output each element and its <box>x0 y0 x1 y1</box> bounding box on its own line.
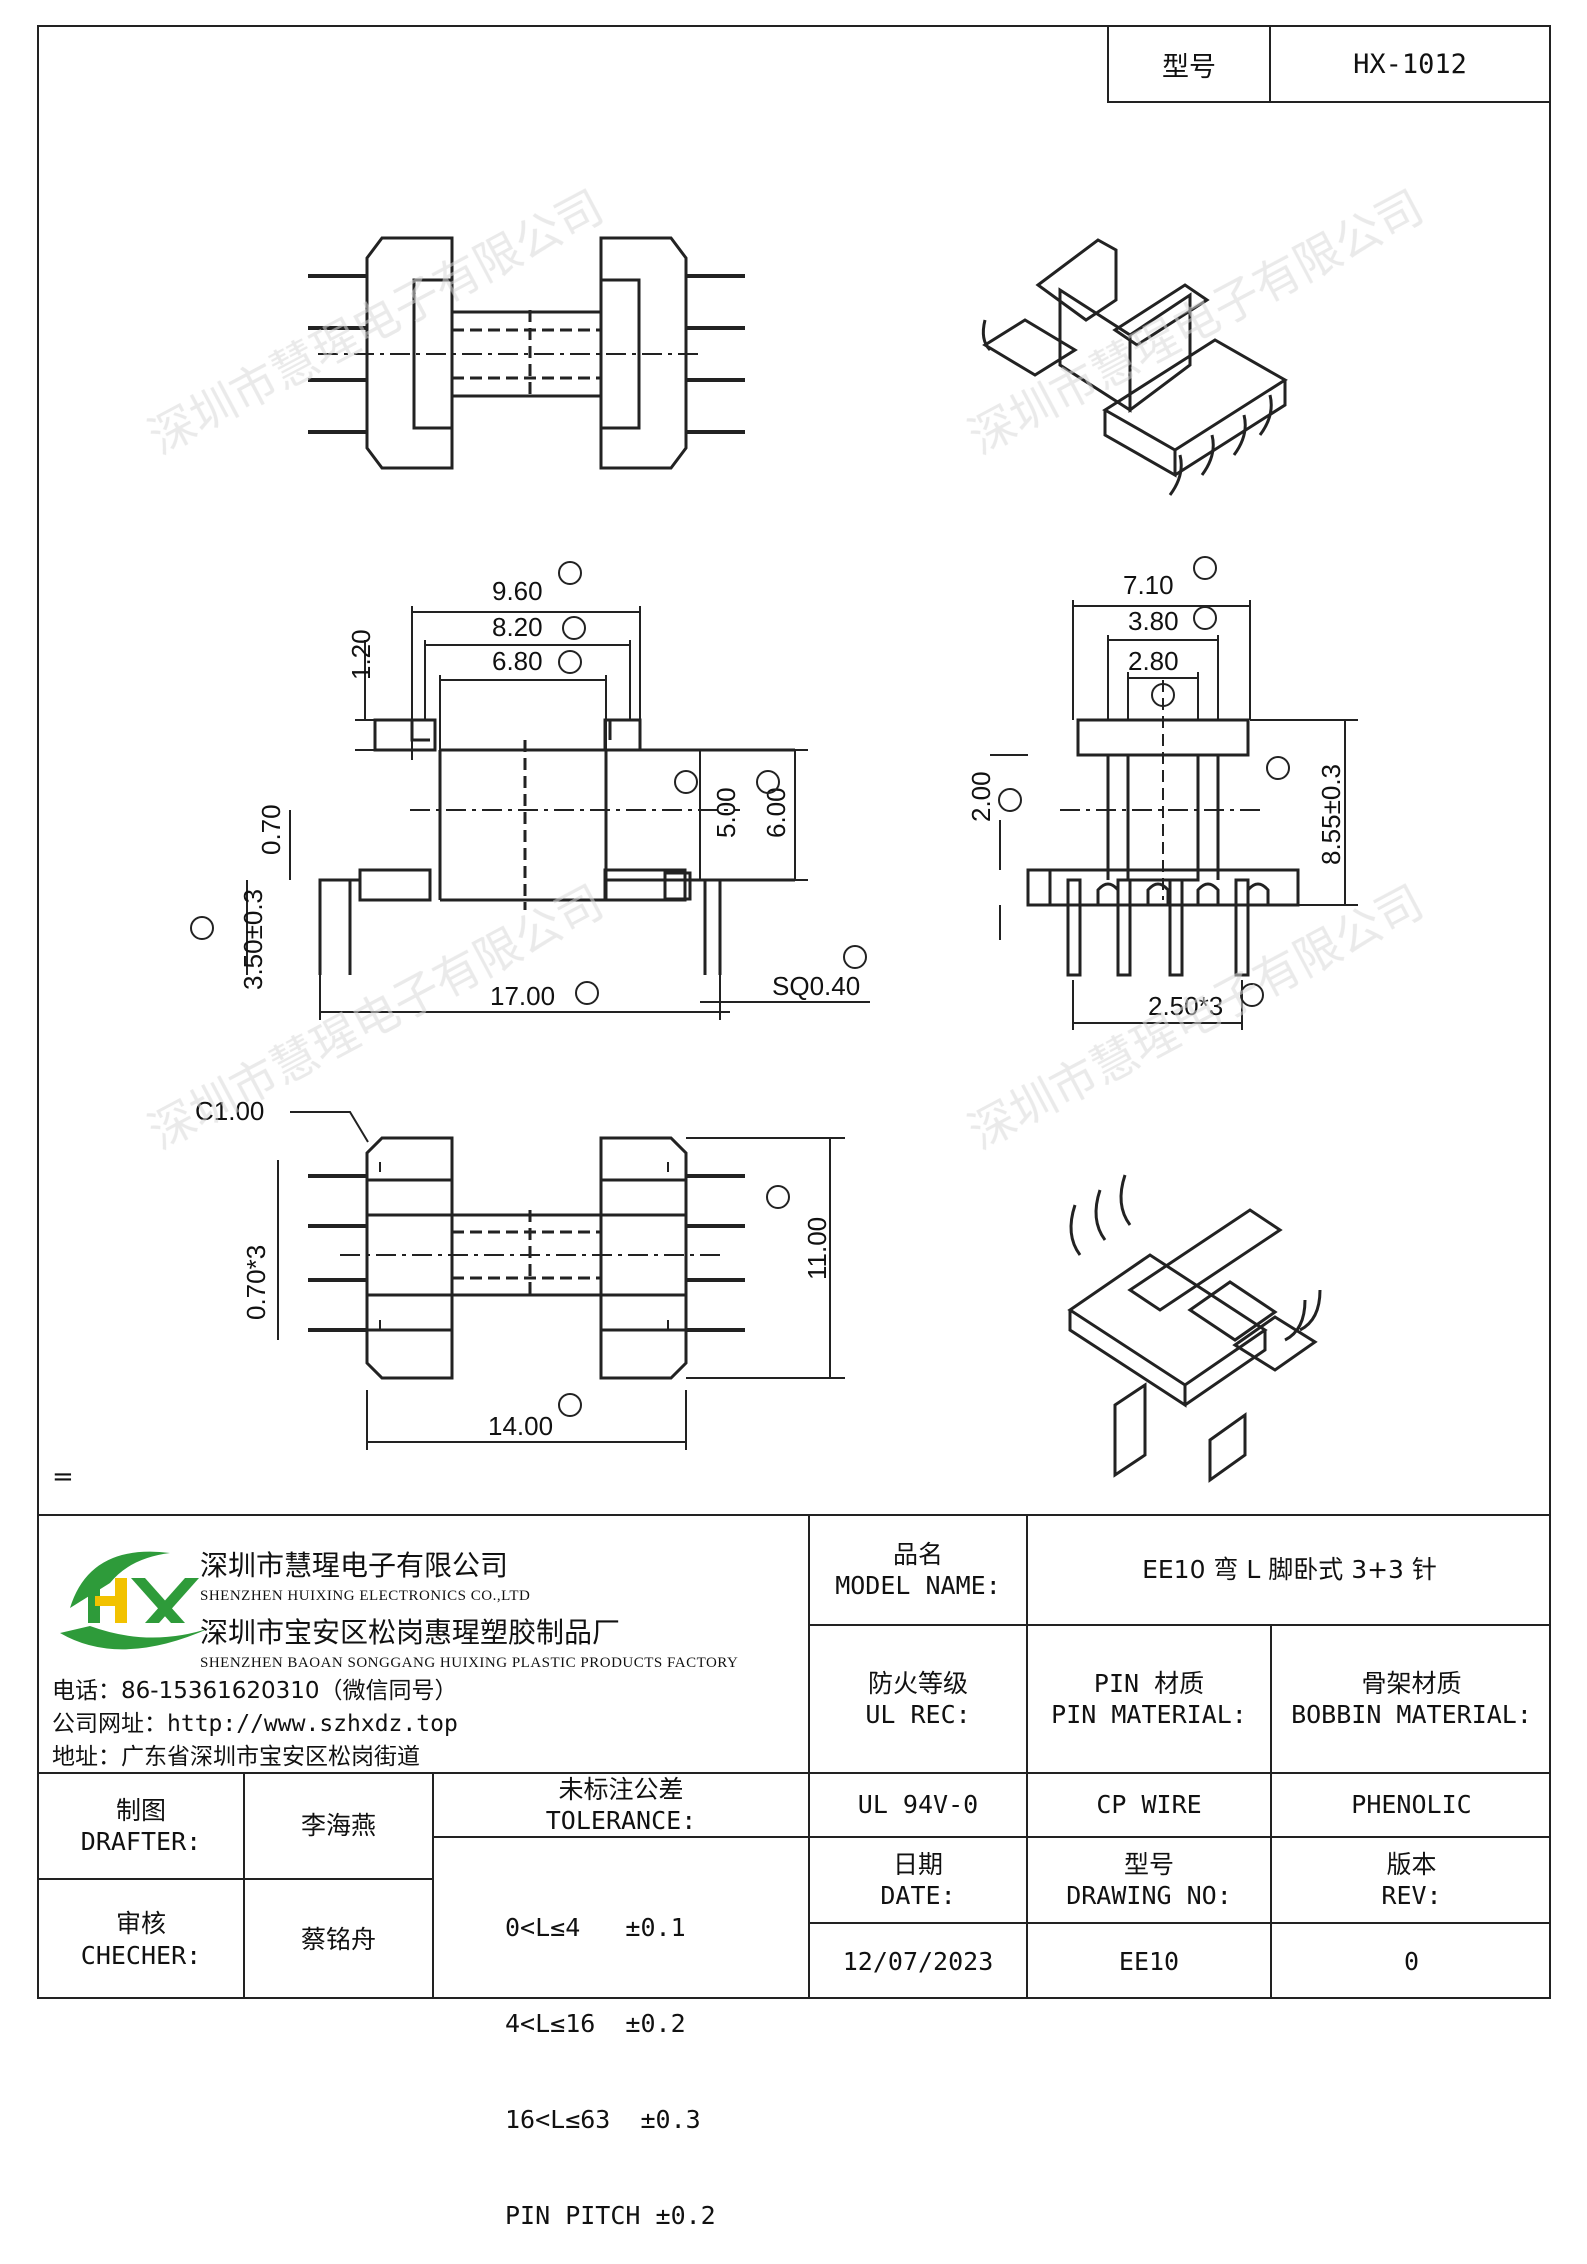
front-view <box>246 606 870 1020</box>
date-cn: 日期 <box>892 1849 943 1879</box>
website-link[interactable]: http://www.szhxdz.top <box>167 1711 458 1737</box>
tolerance-line: 16<L≤63 ±0.3 <box>505 2105 701 2134</box>
date-value: 12/07/2023 <box>842 1946 994 1976</box>
bobbin-label: 骨架材质 BOBBIN MATERIAL: <box>1272 1626 1551 1772</box>
company-logo <box>60 1551 210 1650</box>
equals-mark: = <box>52 1462 74 1492</box>
ul-cn: 防火等级 <box>867 1668 968 1698</box>
dim-6-80: 6.80 <box>492 646 543 676</box>
pin-value: CP WIRE <box>1096 1790 1202 1820</box>
dim-3-80: 3.80 <box>1128 606 1179 636</box>
dim-sq: SQ0.40 <box>772 971 860 1001</box>
rev-value: 0 <box>1403 1946 1420 1976</box>
dim-2-50: 2.50*3 <box>1148 991 1223 1021</box>
watermark-3: 深圳市慧瑆电子有限公司 <box>140 874 612 1159</box>
date-en: DATE: <box>880 1881 956 1910</box>
ul-label: 防火等级 UL REC: <box>810 1626 1026 1772</box>
bottom-view <box>277 1111 845 1450</box>
checker-en: CHECHER: <box>80 1940 202 1970</box>
dim-2-80: 2.80 <box>1128 646 1179 676</box>
rev-en: REV: <box>1381 1881 1442 1910</box>
drawing-no-value: EE10 <box>1118 1946 1180 1976</box>
address: 地址：广东省深圳市宝安区松岗街道 <box>52 1744 420 1770</box>
ul-value: UL 94V-0 <box>857 1790 979 1820</box>
tolerance-line: PIN PITCH ±0.2 <box>505 2201 716 2230</box>
tolerance-en: TOLERANCE: <box>545 1806 697 1835</box>
tolerance-label: 未标注公差 TOLERANCE: <box>434 1774 808 1836</box>
isometric-view-top <box>981 238 1288 496</box>
drafter-en: DRAFTER: <box>80 1827 202 1856</box>
top-view <box>308 236 745 470</box>
dim-5-00: 5.00 <box>711 787 741 838</box>
dim-0-70x3: 0.70*3 <box>241 1245 271 1320</box>
dim-c1: C1.00 <box>195 1096 264 1126</box>
reference-markers <box>190 556 1290 1417</box>
drafter-label: 制图 DRAFTER: <box>39 1774 243 1878</box>
dim-3-50: 3.50±0.3 <box>238 889 268 990</box>
side-view <box>990 600 1358 1030</box>
dim-9-60: 9.60 <box>492 576 543 606</box>
bobbin-en: BOBBIN MATERIAL: <box>1291 1700 1532 1729</box>
drafter-name: 李海燕 <box>300 1811 376 1841</box>
drawing-cn: 型号 <box>1123 1849 1174 1879</box>
drawing-frame <box>37 25 1551 1999</box>
watermark-4: 深圳市慧瑆电子有限公司 <box>960 874 1432 1159</box>
checker-cn: 审核 <box>115 1909 166 1939</box>
pin-label: PIN 材质 PIN MATERIAL: <box>1028 1626 1270 1772</box>
company-info: 深圳市慧瑆电子有限公司 SHENZHEN HUIXING ELECTRONICS… <box>200 1544 738 1678</box>
model-header: 型号 HX-1012 <box>1107 25 1551 103</box>
rev-cn: 版本 <box>1386 1849 1437 1879</box>
model-value: HX-1012 <box>1353 48 1467 80</box>
model-name-en: MODEL NAME: <box>835 1571 1001 1600</box>
dim-14-00: 14.00 <box>488 1411 553 1441</box>
tolerance-line: 0<L≤4 ±0.1 <box>505 1913 686 1942</box>
dim-8-55: 8.55±0.3 <box>1316 764 1346 865</box>
date-label: 日期 DATE: <box>810 1838 1026 1922</box>
model-name-label: 品名 MODEL NAME: <box>810 1516 1026 1624</box>
model-name-value: EE10 弯 L 脚卧式 3+3 针 <box>1142 1555 1437 1585</box>
model-name-cn: 品名 <box>892 1539 943 1569</box>
tolerance-table: 0<L≤4 ±0.1 4<L≤16 ±0.2 16<L≤63 ±0.3 PIN … <box>505 1848 716 2264</box>
drawing-no-label: 型号 DRAWING NO: <box>1028 1838 1270 1922</box>
dim-0-70: 0.70 <box>256 804 286 855</box>
company-name-cn: 深圳市慧瑆电子有限公司 <box>200 1549 509 1582</box>
dim-11-00: 11.00 <box>802 1217 832 1280</box>
watermark-1: 深圳市慧瑆电子有限公司 <box>140 179 612 464</box>
tolerance-line: 4<L≤16 ±0.2 <box>505 2009 686 2038</box>
bobbin-value: PHENOLIC <box>1351 1790 1472 1820</box>
watermarks: 深圳市慧瑆电子有限公司 深圳市慧瑆电子有限公司 深圳市慧瑆电子有限公司 深圳市慧… <box>140 179 1432 1159</box>
contact-info: 电话：86-15361620310（微信同号） 公司网址：http://www.… <box>52 1675 458 1774</box>
checker-label: 审核 CHECHER: <box>39 1880 243 1999</box>
website-label: 公司网址： <box>52 1711 167 1737</box>
dim-6-00: 6.00 <box>761 787 791 838</box>
bobbin-cn: 骨架材质 <box>1361 1668 1462 1698</box>
tolerance-cn: 未标注公差 <box>558 1774 684 1804</box>
dim-7-10: 7.10 <box>1123 570 1174 600</box>
model-key: 型号 <box>1109 27 1271 101</box>
company-name-en: SHENZHEN HUIXING ELECTRONICS CO.,LTD <box>200 1588 531 1604</box>
drafter-cn: 制图 <box>115 1795 166 1825</box>
isometric-view-bottom <box>1067 1174 1322 1483</box>
dim-17-00: 17.00 <box>490 981 555 1011</box>
title-block <box>37 1514 1551 1999</box>
phone: 电话：86-15361620310（微信同号） <box>52 1678 458 1704</box>
pin-cn: PIN 材质 <box>1093 1668 1205 1698</box>
technical-drawing: 9.60 8.20 6.80 1.20 0.70 3.50±0.3 17.00 … <box>140 179 1432 1483</box>
factory-name-en: SHENZHEN BAOAN SONGGANG HUIXING PLASTIC … <box>200 1655 739 1671</box>
dim-1-20: 1.20 <box>346 629 376 680</box>
ul-en: UL REC: <box>865 1700 971 1729</box>
dim-8-20: 8.20 <box>492 612 543 642</box>
dim-2-00: 2.00 <box>966 771 996 822</box>
drawing-en: DRAWING NO: <box>1066 1881 1232 1910</box>
pin-en: PIN MATERIAL: <box>1051 1700 1247 1729</box>
factory-name-cn: 深圳市宝安区松岗惠瑆塑胶制品厂 <box>200 1616 621 1649</box>
rev-label: 版本 REV: <box>1272 1838 1551 1922</box>
checker-name: 蔡铭舟 <box>300 1924 376 1954</box>
